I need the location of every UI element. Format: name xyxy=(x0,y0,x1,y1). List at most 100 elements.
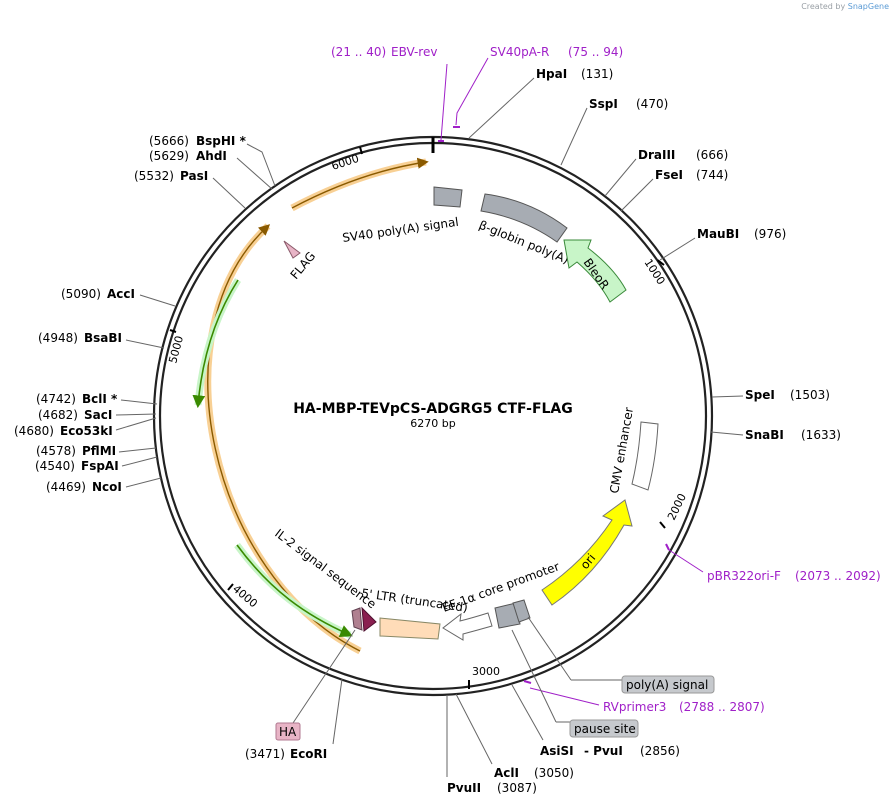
site-hpai-name: HpaI xyxy=(536,67,567,81)
label-sv40-polya: SV40 poly(A) signal xyxy=(341,215,459,245)
snapgene-logo: SnapGene xyxy=(847,2,889,11)
site-ecori[interactable]: (3471) EcoRI xyxy=(245,678,343,761)
primer-sv40pa-r-name: SV40pA-R xyxy=(490,45,549,59)
site-asisi-pvui[interactable]: AsiSI - PvuI (2856) xyxy=(511,684,680,758)
callout-ha[interactable]: HA xyxy=(275,629,356,741)
feature-ori: ori xyxy=(541,499,633,606)
snapgene-credit: Created by SnapGene xyxy=(801,2,889,11)
callout-polya-signal[interactable]: poly(A) signal xyxy=(527,616,715,694)
primer-ebv-rev[interactable]: (21 .. 40) EBV-rev xyxy=(331,45,448,142)
callout-pause-site[interactable]: pause site xyxy=(511,629,639,738)
site-acli[interactable]: AclI (3050) xyxy=(455,693,574,780)
tick-label-3000: 3000 xyxy=(472,665,500,678)
feature-cmv-enhancer: CMV enhancer xyxy=(607,406,659,495)
primer-rvprimer3[interactable]: RVprimer3 (2788 .. 2807) xyxy=(523,680,765,714)
site-fspai[interactable]: (4540) FspAI xyxy=(35,456,158,473)
tick-label-5000: 5000 xyxy=(166,334,186,364)
site-bsphi[interactable]: (5666) BspHI * xyxy=(149,134,276,187)
site-ecori-pos: (3471) xyxy=(245,747,285,761)
site-saci[interactable]: (4682) SacI xyxy=(38,408,157,422)
site-bsphi-pos: (5666) xyxy=(149,134,189,148)
site-sspi-pos: (470) xyxy=(636,97,668,111)
site-asisi-name: AsiSI xyxy=(540,744,574,758)
feature-flag: FLAG xyxy=(283,240,318,282)
site-bcli-pos: (4742) xyxy=(36,392,76,406)
site-bsphi-name: BspHI * xyxy=(196,134,247,148)
site-pflmi[interactable]: (4578) PflMI xyxy=(36,444,157,458)
primer-ebv-rev-name: EBV-rev xyxy=(391,45,437,59)
site-fsei-name: FseI xyxy=(655,168,683,182)
site-draiii-pos: (666) xyxy=(696,148,728,162)
site-acci-pos: (5090) xyxy=(61,287,101,301)
label-pause-site: pause site xyxy=(574,722,636,736)
credit-prefix: Created by xyxy=(801,2,846,11)
site-ncoi-pos: (4469) xyxy=(46,480,86,494)
primer-pbr322ori-f-name: pBR322ori-F xyxy=(707,569,781,583)
site-eco53ki[interactable]: (4680) Eco53kI xyxy=(14,417,157,438)
site-spei-pos: (1503) xyxy=(790,388,830,402)
orf-arc-top xyxy=(290,158,427,212)
site-sspi[interactable]: SspI (470) xyxy=(560,97,668,166)
site-ecori-name: EcoRI xyxy=(290,747,327,761)
site-snabi-pos: (1633) xyxy=(801,428,841,442)
label-ha: HA xyxy=(279,725,297,739)
site-bcli[interactable]: (4742) BclI * xyxy=(36,392,158,406)
plasmid-title: HA-MBP-TEVpCS-ADGRG5 CTF-FLAG xyxy=(293,401,573,417)
site-acci[interactable]: (5090) AccI xyxy=(61,287,176,307)
site-eco53ki-pos: (4680) xyxy=(14,424,54,438)
site-maubi[interactable]: MauBI (976) xyxy=(659,227,786,261)
plasmid-size: 6270 bp xyxy=(410,417,455,430)
site-ahdi-pos: (5629) xyxy=(149,149,189,163)
primer-pbr322ori-f[interactable]: pBR322ori-F (2073 .. 2092) xyxy=(665,543,881,583)
site-fspai-name: FspAI xyxy=(81,459,119,473)
site-pvuii[interactable]: PvuII (3087) xyxy=(446,695,537,795)
feature-il2-signal: IL-2 signal sequence xyxy=(272,526,379,632)
site-pvuii-name: PvuII xyxy=(447,781,481,795)
feature-bleor: BleoR xyxy=(563,239,627,303)
site-pasi-name: PasI xyxy=(180,169,208,183)
site-acli-name: AclI xyxy=(494,766,519,780)
label-cmv: CMV enhancer xyxy=(607,406,636,494)
tick-label-4000: 4000 xyxy=(230,582,260,610)
site-bsabi-pos: (4948) xyxy=(38,331,78,345)
primer-ebv-rev-pos: (21 .. 40) xyxy=(331,45,386,59)
primer-rvprimer3-pos: (2788 .. 2807) xyxy=(679,700,765,714)
site-snabi[interactable]: SnaBI (1633) xyxy=(710,428,841,442)
site-saci-name: SacI xyxy=(84,408,112,422)
site-sspi-name: SspI xyxy=(589,97,618,111)
site-draiii[interactable]: DraIII (666) xyxy=(604,148,728,197)
site-spei[interactable]: SpeI (1503) xyxy=(711,388,830,402)
primer-pbr322ori-f-pos: (2073 .. 2092) xyxy=(795,569,881,583)
site-hpai-pos: (131) xyxy=(581,67,613,81)
site-eco53ki-name: Eco53kI xyxy=(60,424,113,438)
site-fsei[interactable]: FseI (744) xyxy=(620,168,728,212)
site-bsabi-name: BsaBI xyxy=(84,331,122,345)
site-ncoi[interactable]: (4469) NcoI xyxy=(46,477,162,494)
primer-sv40pa-r[interactable]: SV40pA-R (75 .. 94) xyxy=(453,45,623,128)
site-bcli-name: BclI * xyxy=(82,392,118,406)
site-ahdi[interactable]: (5629) AhdI xyxy=(149,149,273,190)
site-ahdi-name: AhdI xyxy=(196,149,227,163)
site-pflmi-pos: (4578) xyxy=(36,444,76,458)
feature-beta-globin-polya: β-globin poly(A) xyxy=(477,193,571,267)
primer-sv40pa-r-pos: (75 .. 94) xyxy=(568,45,623,59)
site-fsei-pos: (744) xyxy=(696,168,728,182)
site-pasi-pos: (5532) xyxy=(134,169,174,183)
site-fspai-pos: (4540) xyxy=(35,459,75,473)
site-hpai[interactable]: HpaI (131) xyxy=(468,67,613,139)
site-pflmi-name: PflMI xyxy=(82,444,116,458)
site-saci-pos: (4682) xyxy=(38,408,78,422)
site-snabi-name: SnaBI xyxy=(745,428,784,442)
feature-sv40-polya: SV40 poly(A) signal xyxy=(341,186,463,245)
site-pvui-name: - PvuI xyxy=(584,744,623,758)
backbone xyxy=(152,135,714,697)
site-acci-name: AccI xyxy=(107,287,135,301)
label-polya-signal: poly(A) signal xyxy=(626,678,708,692)
site-bsabi[interactable]: (4948) BsaBI xyxy=(38,331,165,349)
site-acli-pos: (3050) xyxy=(534,766,574,780)
site-spei-name: SpeI xyxy=(745,388,775,402)
primer-rvprimer3-name: RVprimer3 xyxy=(603,700,666,714)
site-pasi[interactable]: (5532) PasI xyxy=(134,169,246,209)
site-pvui-pos: (2856) xyxy=(640,744,680,758)
